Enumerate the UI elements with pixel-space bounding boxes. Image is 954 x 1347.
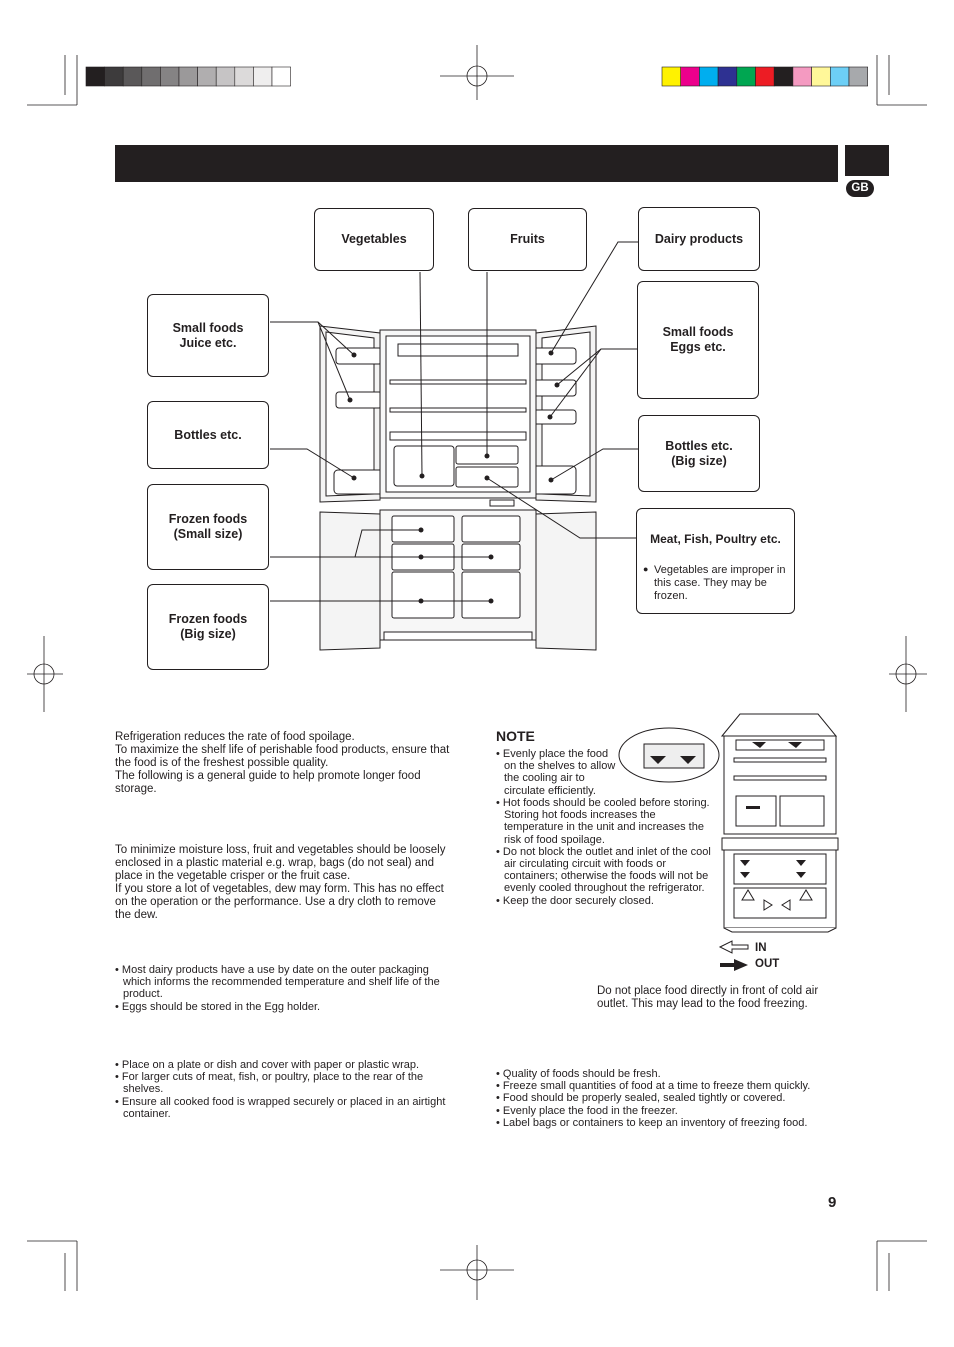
label-frozen-big: Frozen foods (Big size) [147,584,269,670]
gray-color-bar [85,66,291,87]
list-item: • Evenly place the food in the freezer. [496,1104,678,1117]
color-swatch [122,66,143,87]
in-arrow-icon [718,940,749,954]
color-swatch [829,66,850,87]
color-swatch [85,66,105,87]
leader-lines [270,241,638,602]
list-item: • For larger cuts of meat, fish, or poul… [115,1071,424,1096]
list-item: • Hot foods should be cooled before stor… [496,797,710,846]
label-fruits: Fruits [468,208,587,271]
list-item: • Most dairy products have a use by date… [115,964,440,1001]
color-swatch [699,66,719,87]
freezer-list: • Quality of foods should be fresh. • Fr… [496,1068,846,1129]
color-swatch [717,66,738,87]
color-swatch [271,66,291,87]
color-swatch [104,66,124,87]
vegetables-text: To minimize moisture loss, fruit and veg… [115,844,446,921]
language-badge: GB [846,180,874,197]
label-frozen-small: Frozen foods (Small size) [147,484,269,570]
color-swatch [736,66,756,87]
airflow-return-arrows [741,889,813,911]
label-meat-note: Vegetables are improper in this case. Th… [654,564,786,602]
dairy-list: • Most dairy products have a use by date… [115,964,460,1013]
process-color-bar [661,66,869,87]
color-swatch [234,66,254,87]
color-swatch [680,66,700,87]
label-meat-title: Meat, Fish, Poultry etc. [650,532,781,546]
list-item: • Evenly place the food on the shelves t… [496,748,616,797]
list-item: • Eggs should be stored in the Egg holde… [115,1000,321,1013]
label-small-foods-juice: Small foods Juice etc. [147,294,269,377]
airflow-arrows [650,742,806,878]
crop-marks [27,45,927,1300]
color-swatch [792,66,812,87]
label-bottles-big: Bottles etc. (Big size) [638,415,760,492]
color-swatch [773,66,794,87]
section-header-bar [115,145,838,182]
color-swatch [848,66,869,87]
intro-text: Refrigeration reduces the rate of food s… [115,731,450,795]
fridge-diagram [319,325,597,651]
note-title: NOTE [496,728,535,744]
out-arrow-icon [720,959,748,971]
list-item: • Keep the door securely closed. [496,894,654,907]
side-tab [845,145,889,176]
legend-in: IN [755,942,767,954]
meat-list: • Place on a plate or dish and cover wit… [115,1059,460,1120]
legend-out: OUT [755,958,780,970]
list-item: • Quality of foods should be fresh. [496,1068,661,1080]
label-bottles: Bottles etc. [147,401,269,469]
label-vegetables: Vegetables [314,208,434,271]
color-swatch [811,66,831,87]
list-item: • Label bags or containers to keep an in… [496,1116,808,1129]
list-item: • Freeze small quantities of food at a t… [496,1080,811,1093]
color-swatch [160,66,180,87]
color-swatch [178,66,198,87]
note-list: • Hot foods should be cooled before stor… [496,797,716,907]
leader-dots [347,350,560,604]
label-dairy-products: Dairy products [638,207,760,271]
list-item: • Food should be properly sealed, sealed… [496,1092,786,1105]
list-item: • Ensure all cooked food is wrapped secu… [115,1095,446,1120]
bullet-dot: ● [643,564,649,574]
list-item: • Place on a plate or dish and cover wit… [115,1059,420,1071]
cold-air-text: Do not place food directly in front of c… [597,985,819,1010]
color-swatch [661,66,682,87]
list-item: • Do not block the outlet and inlet of t… [496,845,711,895]
page-number: 9 [828,1194,837,1211]
color-swatch [141,66,161,87]
color-swatch [755,66,775,87]
color-swatch [197,66,217,87]
note-list-narrow: • Evenly place the food on the shelves t… [496,748,618,797]
label-small-foods-eggs: Small foods Eggs etc. [637,281,759,399]
label-meat-box: Meat, Fish, Poultry etc. ● Vegetables ar… [636,508,795,614]
color-swatch [253,66,273,87]
color-swatch [215,66,236,87]
